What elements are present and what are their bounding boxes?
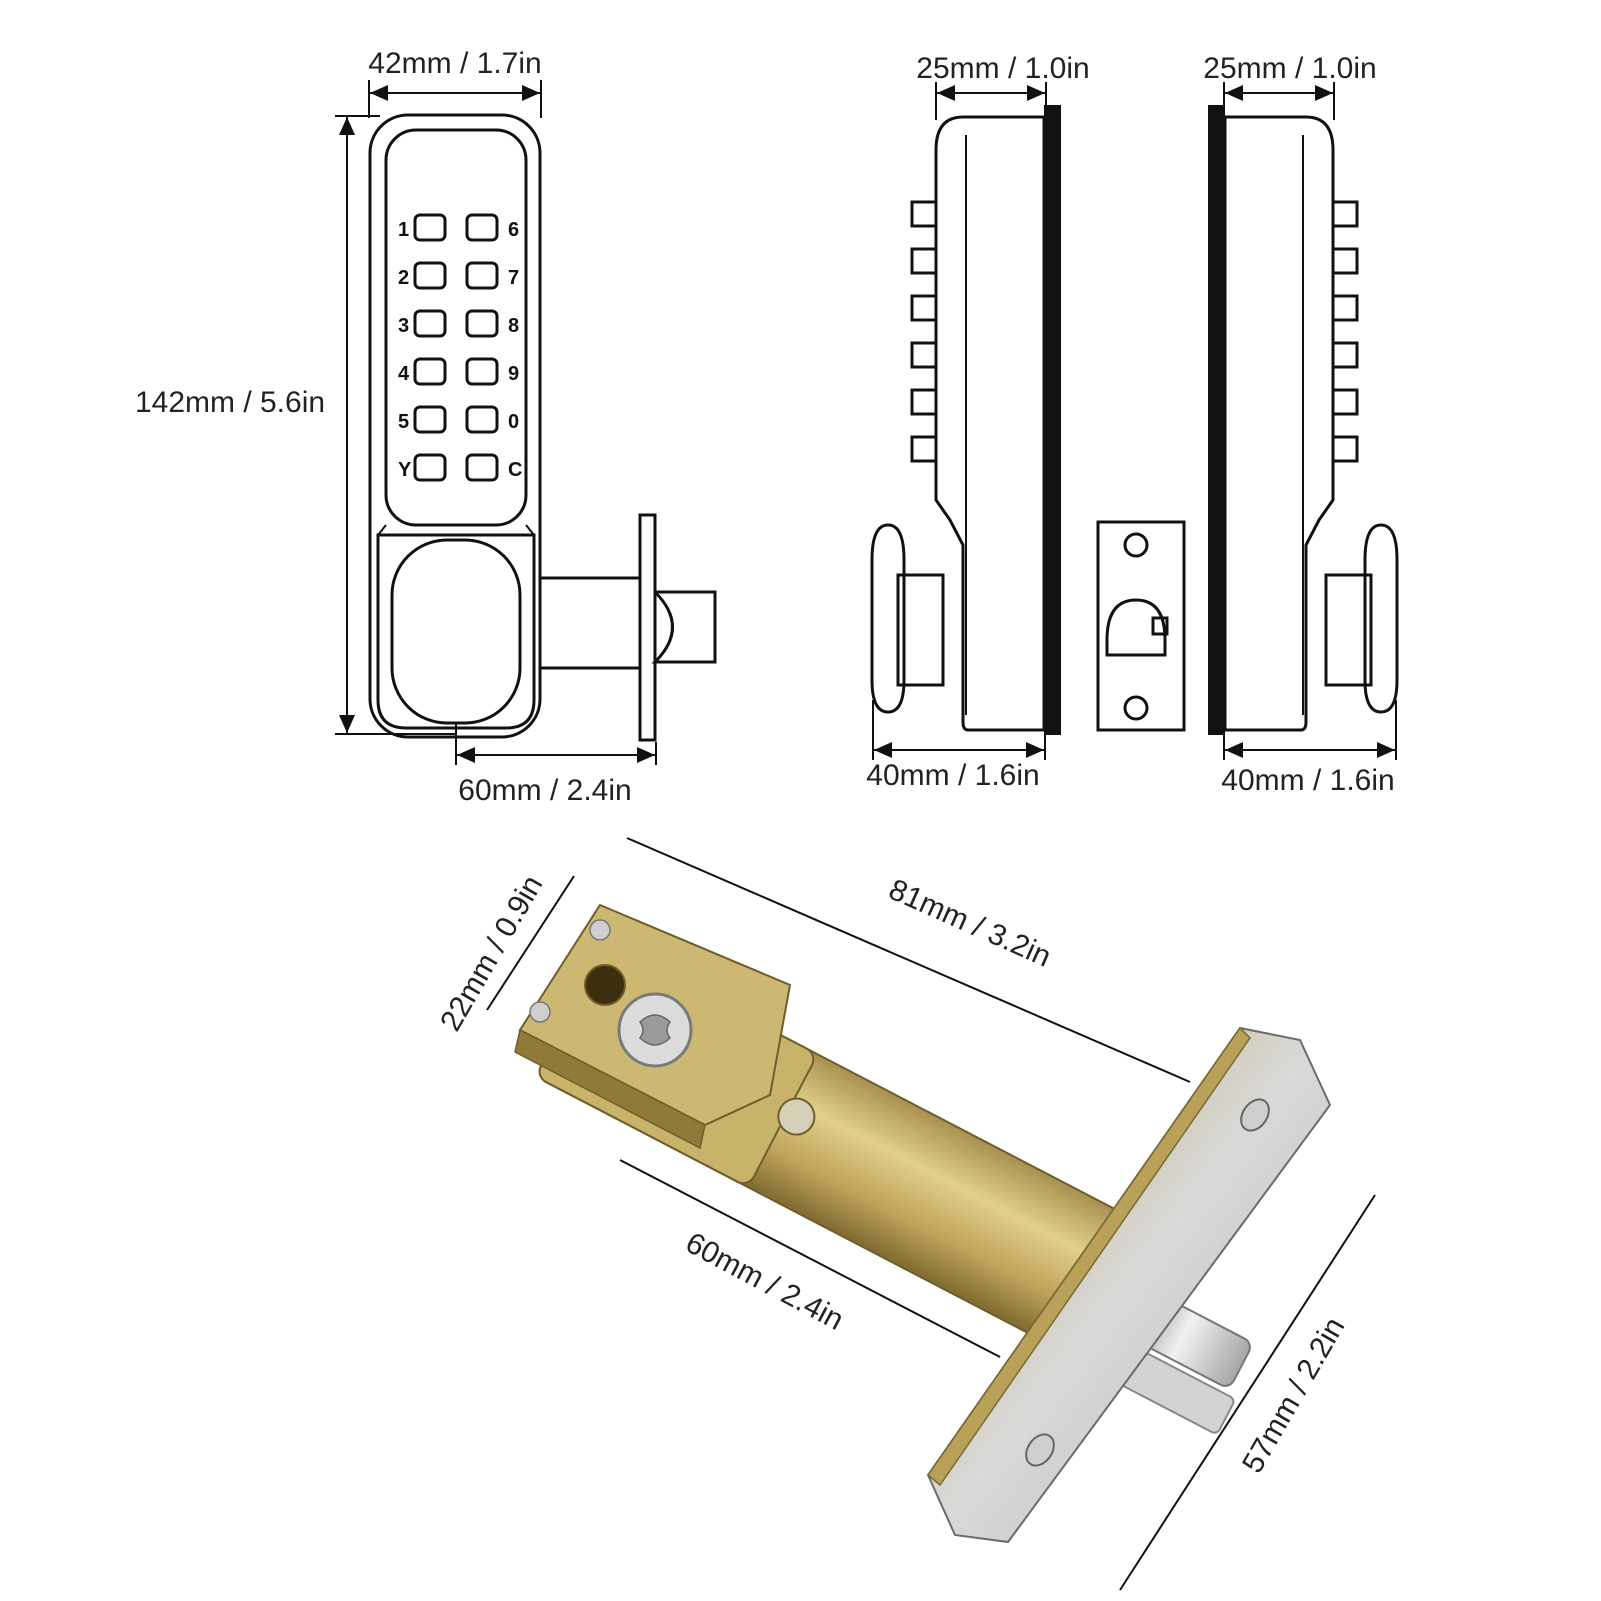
side-body [934, 115, 1046, 732]
keypad-panel [384, 128, 528, 527]
latch-illustration: 22mm / 0.9in 81mm / 3.2in 60mm / 2.4in 5… [434, 837, 1376, 1591]
knob [390, 538, 522, 725]
key-row: 3 8 [398, 309, 519, 338]
key-row: 1 6 [398, 213, 519, 242]
knob-housing [376, 533, 536, 730]
knob-side [1363, 523, 1399, 714]
key-profile [1331, 341, 1359, 369]
key-button [465, 357, 499, 386]
key-button [413, 309, 447, 338]
key-button [413, 405, 447, 434]
key-profile [910, 294, 938, 322]
key-profile [1331, 388, 1359, 416]
key-profile [910, 435, 938, 463]
key-profiles [1331, 200, 1359, 463]
latch-end-cap [514, 903, 792, 1150]
key-label: 3 [398, 315, 409, 337]
key-profile [910, 247, 938, 275]
key-profile [910, 341, 938, 369]
width-dimension-line [486, 875, 575, 1011]
key-profile [910, 388, 938, 416]
side-view-left: 25mm / 1.0in 40mm / 1.6in [866, 52, 1089, 792]
strike-opening [1105, 598, 1167, 657]
backset-label: 60mm / 2.4in [680, 1226, 849, 1337]
key-label: 5 [398, 411, 409, 433]
key-label: 4 [398, 363, 410, 385]
key-row: 4 9 [398, 357, 519, 386]
width-label: 42mm / 1.7in [368, 47, 541, 80]
latch-bolt [651, 590, 717, 664]
key-profiles [910, 200, 938, 463]
key-profile [1331, 247, 1359, 275]
mounting-plate [1044, 105, 1061, 735]
latch-faceplate-photo [926, 1026, 1332, 1544]
length-dimension-line [626, 837, 1191, 1083]
key-label: 0 [508, 411, 519, 433]
key-button [413, 453, 447, 482]
key-row: Y C [398, 453, 522, 482]
side-body [1223, 115, 1335, 732]
keypad: 1 6 2 7 3 8 4 9 [398, 213, 522, 482]
screw-hole [1123, 695, 1149, 721]
bottom-label: 40mm / 1.6in [866, 759, 1039, 792]
top-label: 25mm / 1.0in [1203, 52, 1376, 85]
key-button [413, 357, 447, 386]
key-button [465, 213, 499, 242]
mounting-plate [1208, 105, 1225, 735]
key-row: 5 0 [398, 405, 519, 434]
key-label: 2 [398, 267, 409, 289]
key-button [465, 453, 499, 482]
strike-plate-outline [1096, 520, 1186, 732]
key-profile [1331, 435, 1359, 463]
key-profile [1331, 200, 1359, 228]
faceplate-dimension-line [1119, 1194, 1376, 1591]
height-label: 142mm / 5.6in [135, 386, 325, 419]
key-profile [1331, 294, 1359, 322]
key-profile [910, 200, 938, 228]
key-button [413, 261, 447, 290]
key-label: Y [398, 459, 412, 481]
top-label: 25mm / 1.0in [916, 52, 1089, 85]
key-label: 8 [508, 315, 519, 337]
key-label: 9 [508, 363, 519, 385]
bottom-label: 40mm / 1.6in [1221, 764, 1394, 797]
latch-faceplate [638, 513, 657, 742]
key-label: 6 [508, 219, 519, 241]
key-button [413, 213, 447, 242]
length-label: 81mm / 3.2in [884, 873, 1056, 974]
key-button [465, 309, 499, 338]
bevel-line [377, 524, 387, 536]
key-label: 1 [398, 219, 409, 241]
key-button [465, 261, 499, 290]
screw-hole [1123, 532, 1149, 558]
key-button [465, 405, 499, 434]
knob-stem [896, 573, 945, 687]
latch-tube [538, 576, 642, 670]
strike-plate [1096, 520, 1186, 732]
faceplate-label: 57mm / 2.2in [1236, 1312, 1351, 1479]
latch-profile [538, 513, 717, 742]
backset-dimension-line [619, 1159, 1001, 1358]
key-label: C [508, 459, 522, 481]
knob-side [870, 523, 906, 714]
key-row: 2 7 [398, 261, 519, 290]
front-view: 42mm / 1.7in 142mm / 5.6in 1 6 2 7 [135, 47, 717, 807]
strike-tab [1151, 616, 1169, 636]
knob-stem [1324, 573, 1373, 687]
depth-label: 60mm / 2.4in [458, 774, 631, 807]
side-view-right: 25mm / 1.0in 40mm / 1.6in [1203, 52, 1399, 797]
bevel-line [525, 524, 535, 536]
key-label: 7 [508, 267, 519, 289]
